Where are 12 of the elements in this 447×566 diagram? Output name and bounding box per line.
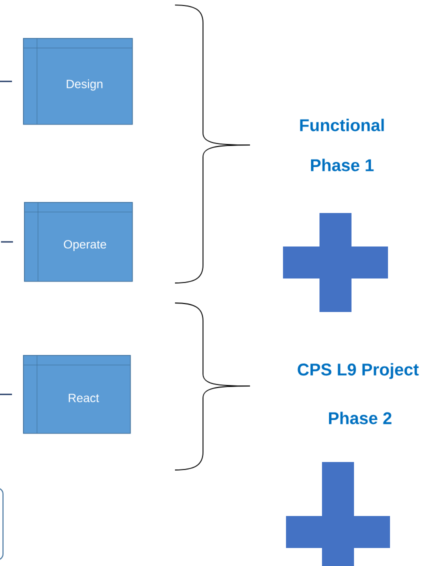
process-box: Operate bbox=[24, 202, 133, 282]
phase-label: Phase 2 bbox=[329, 412, 392, 424]
phase-label: CPS L9 Project bbox=[298, 363, 419, 379]
connector-line bbox=[0, 394, 12, 396]
connector-line bbox=[1, 241, 13, 243]
phase-label: Functional bbox=[300, 118, 384, 132]
phase-label: Phase 1 bbox=[311, 158, 374, 172]
plus-sign bbox=[286, 462, 390, 566]
plus-sign bbox=[283, 213, 388, 312]
connector-line bbox=[0, 80, 12, 82]
process-box: Design bbox=[22, 38, 133, 125]
process-box: React bbox=[22, 354, 131, 434]
